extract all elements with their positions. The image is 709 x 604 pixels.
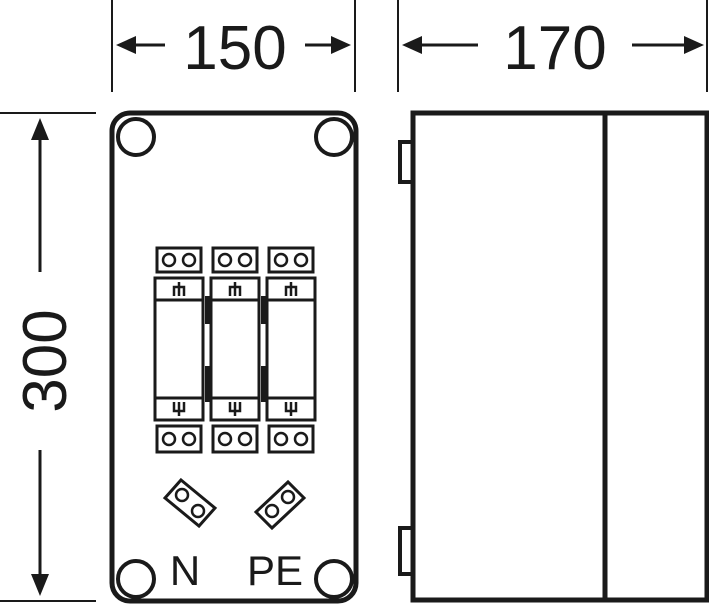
depth-label: 170 (503, 14, 606, 83)
pole-link-bar-upper (205, 296, 211, 324)
pole-top-connector (267, 246, 315, 274)
pe-terminal-label: PE (247, 547, 303, 594)
pole-lower-contact (153, 396, 205, 422)
pole-body (153, 298, 205, 400)
neutral-terminal-screw-2 (190, 503, 206, 519)
pole-top-screw (217, 252, 233, 268)
pole-lower-contact (265, 396, 317, 422)
pole-lower-contact (209, 396, 261, 422)
pe-terminal-body (253, 479, 307, 531)
front-view-outline (109, 110, 359, 604)
pole-top-screw (273, 252, 289, 268)
screw-hole-bottom-left (116, 559, 156, 599)
pole-bottom-screw (293, 431, 309, 447)
pole-top-connector (211, 246, 259, 274)
pole-lower-contact-symbol (228, 402, 242, 416)
switch-disconnector (153, 246, 317, 454)
depth-arrowhead-right (684, 36, 704, 54)
switch-pole (265, 246, 317, 454)
pole-bottom-screw (237, 431, 253, 447)
front-view: N PE (109, 110, 359, 604)
pole-link-bar-lower (261, 366, 267, 402)
pole-link-bar-lower (205, 366, 211, 402)
width-dimension: 150 (111, 0, 356, 92)
pole-top-connector (155, 246, 203, 274)
pole-body (265, 298, 317, 400)
pole-lower-contact-symbol (172, 402, 186, 416)
height-label: 300 (11, 309, 80, 412)
neutral-terminal-label: N (170, 547, 200, 594)
height-arrowhead-bottom (31, 574, 49, 596)
pole-bottom-screw (161, 431, 177, 447)
hinge-top (398, 140, 415, 184)
side-view (398, 110, 709, 603)
pole-top-screw (237, 252, 253, 268)
pole-top-screw (181, 252, 197, 268)
height-arrowhead-top (31, 118, 49, 140)
depth-arrowhead-left (402, 36, 422, 54)
width-label: 150 (183, 14, 286, 83)
pole-bottom-connector (267, 424, 315, 454)
switch-pole (153, 246, 205, 454)
pole-bottom-screw (273, 431, 289, 447)
pe-terminal-block (253, 479, 307, 531)
depth-dimension: 170 (397, 0, 708, 92)
width-arrowhead-right (331, 36, 351, 54)
screw-hole-top-left (116, 117, 156, 157)
screw-hole-bottom-right (314, 559, 354, 599)
pole-bottom-screw (217, 431, 233, 447)
side-view-outline (410, 110, 709, 603)
pole-body (209, 298, 261, 400)
pole-lower-contact-symbol (284, 402, 298, 416)
hinge-bottom (398, 526, 415, 576)
pole-top-screw (293, 252, 309, 268)
pole-bottom-screw (181, 431, 197, 447)
pole-link-bar-upper (261, 296, 267, 324)
pe-terminal-screw-1 (264, 503, 280, 519)
pole-top-screw (161, 252, 177, 268)
neutral-terminal-screw-1 (174, 487, 190, 503)
screw-hole-top-right (314, 117, 354, 157)
pole-upper-contact-symbol (172, 282, 186, 296)
pole-bottom-connector (155, 424, 203, 454)
switch-pole (209, 246, 261, 454)
height-dimension: 300 (0, 112, 96, 602)
pe-terminal-screw-2 (280, 489, 296, 505)
width-arrowhead-left (116, 36, 136, 54)
pole-upper-contact-symbol (228, 282, 242, 296)
pole-upper-contact-symbol (284, 282, 298, 296)
neutral-terminal-body (162, 477, 218, 529)
pole-bottom-connector (211, 424, 259, 454)
neutral-terminal-block (162, 477, 218, 529)
